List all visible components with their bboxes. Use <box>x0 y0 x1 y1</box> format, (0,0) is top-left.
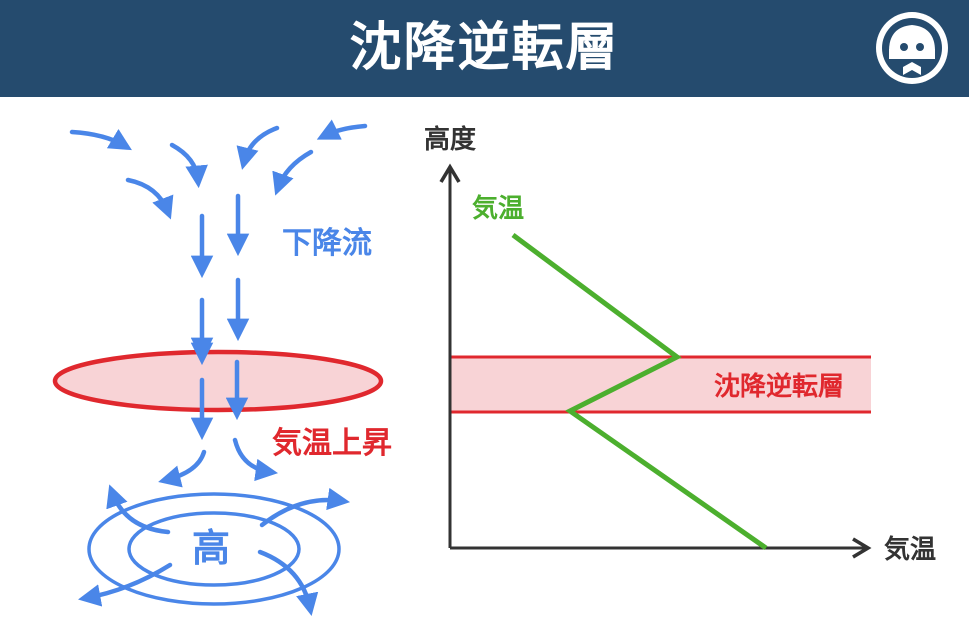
swirl-ring <box>127 511 301 587</box>
outflow-arrow <box>259 487 351 528</box>
outflow-arrow <box>106 484 171 535</box>
inversion-layer-label: 沈降逆転層 <box>714 371 844 402</box>
converging-arrow <box>125 177 174 220</box>
high-pressure-swirl <box>87 492 341 606</box>
downflow-arrows <box>190 193 250 361</box>
high-pressure-label: 高 <box>192 526 230 570</box>
converging-arrow <box>272 149 314 196</box>
swirl-ring <box>87 492 341 606</box>
diagram-canvas: 下降流 気温上昇 高 高度 気温 気温 沈降逆転層 <box>52 119 936 616</box>
converging-arrow <box>236 125 280 170</box>
converging-arrow <box>169 142 208 189</box>
warming-label: 気温上昇 <box>272 426 392 461</box>
page-title: 沈降逆転層 <box>349 18 620 78</box>
incoming-air-arrows <box>69 119 368 220</box>
swirl-outflow-arrows <box>78 484 351 616</box>
warm-layer-ellipse <box>52 349 384 413</box>
downflow-label: 下降流 <box>282 226 372 261</box>
diverging-arrow <box>232 437 279 482</box>
temperature-profile-line <box>511 232 768 551</box>
converging-arrow <box>69 128 132 151</box>
converging-arrow <box>316 119 368 140</box>
outflow-arrow <box>257 549 319 616</box>
diverging-arrow <box>158 449 207 488</box>
outflow-arrow <box>78 562 173 607</box>
temperature-line-label: 気温 <box>472 193 524 224</box>
diverging-arrows <box>158 437 279 488</box>
mascot-logo-icon <box>876 12 948 84</box>
downflow-arrows-lower <box>190 337 249 441</box>
y-axis-label: 高度 <box>424 124 476 155</box>
header-bar: 沈降逆転層 <box>0 0 969 97</box>
x-axis-label: 気温 <box>884 534 936 565</box>
